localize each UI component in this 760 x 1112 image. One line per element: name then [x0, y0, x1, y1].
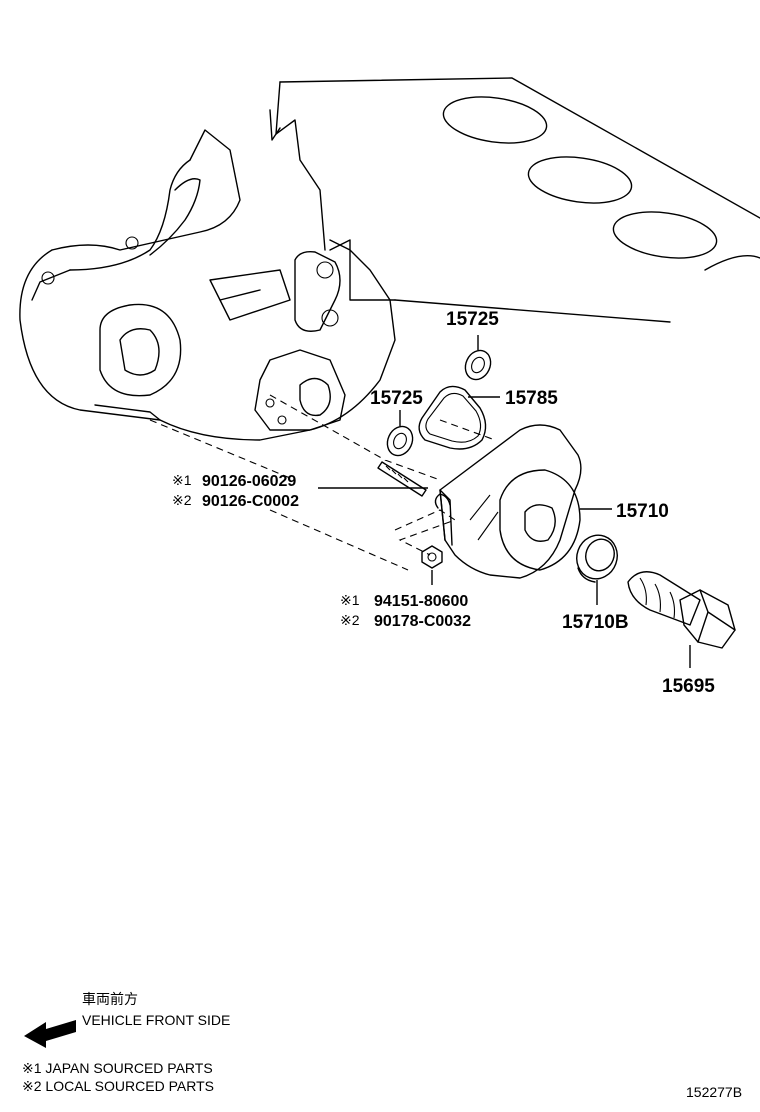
stud-part-1: 90126-06029: [202, 473, 296, 490]
callout-15725-lower: 15725: [370, 388, 423, 409]
stud-part-2: 90126-C0002: [202, 493, 299, 510]
alignment-line: [269, 394, 441, 481]
alignment-line: [269, 509, 409, 571]
alignment-line: [149, 419, 291, 479]
figure-id: 152277B: [686, 1084, 742, 1100]
gasket: [418, 385, 487, 450]
oring-upper: [464, 349, 492, 381]
seal-ring: [576, 534, 618, 583]
oil-cooler: [434, 424, 582, 579]
front-label-en: VEHICLE FRONT SIDE: [82, 1012, 230, 1028]
nut-mark-1: ※1: [340, 592, 360, 608]
nut: [421, 545, 443, 569]
callout-15785: 15785: [505, 388, 558, 409]
legend-note-1: ※1 JAPAN SOURCED PARTS: [22, 1060, 213, 1076]
callout-15710: 15710: [616, 501, 669, 522]
alignment-line: [439, 419, 496, 441]
engine-block: [269, 77, 760, 323]
legend-note-2: ※2 LOCAL SOURCED PARTS: [22, 1078, 214, 1094]
oring-lower: [386, 425, 414, 457]
nut-part-2: 90178-C0032: [374, 613, 471, 630]
front-label-jp: 車両前方: [82, 991, 138, 1007]
stud-mark-2: ※2: [172, 492, 192, 508]
callout-15725-upper: 15725: [446, 309, 499, 330]
front-arrow-icon: [24, 1020, 76, 1048]
callout-15710b: 15710B: [562, 612, 629, 633]
engine-housing: [19, 129, 396, 441]
stud-mark-1: ※1: [172, 472, 192, 488]
nut-part-1: 94151-80600: [374, 593, 468, 610]
alignment-line: [394, 509, 457, 556]
nut-mark-2: ※2: [340, 612, 360, 628]
stud-bolt: [377, 461, 427, 497]
callout-15695: 15695: [662, 676, 715, 697]
union-bolt: [627, 571, 736, 649]
